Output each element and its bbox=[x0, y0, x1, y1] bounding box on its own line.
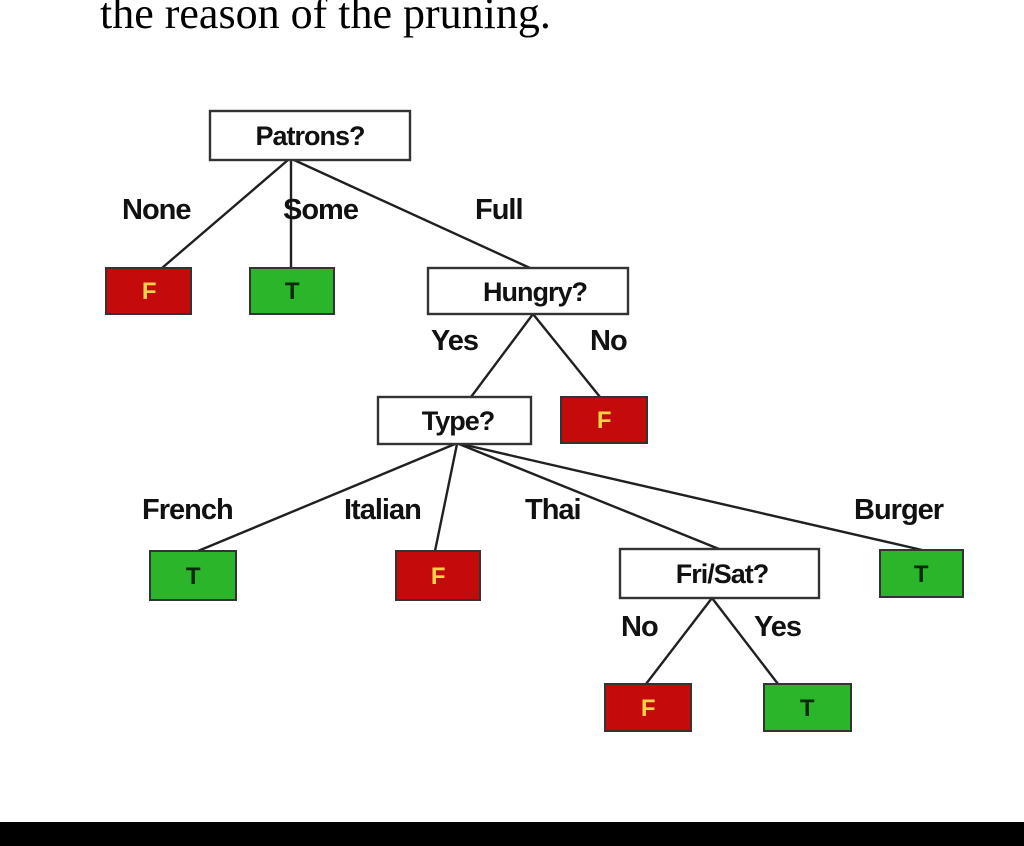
node-type: Type? bbox=[376, 395, 533, 446]
edge-label-thai: Thai bbox=[525, 494, 581, 526]
leaf-french-true: T bbox=[149, 550, 237, 601]
node-patrons-label: Patrons? bbox=[255, 121, 364, 151]
leaf-frisat-yes-label: T bbox=[800, 695, 815, 722]
leaf-italian-label: F bbox=[431, 563, 445, 590]
leaf-hungry-no-label: F bbox=[597, 407, 611, 434]
edge-label-hungry-no: No bbox=[590, 325, 627, 357]
leaf-italian-false: F bbox=[395, 550, 481, 601]
leaf-burger-label: T bbox=[914, 561, 929, 588]
edge-french bbox=[197, 442, 456, 553]
edge-label-frisat-yes: Yes bbox=[754, 611, 801, 643]
node-type-label: Type? bbox=[422, 406, 495, 436]
leaf-frisat-yes-true: T bbox=[763, 683, 852, 732]
edge-label-italian: Italian bbox=[344, 494, 421, 526]
leaf-hungry-no-false: F bbox=[560, 396, 648, 444]
edge-label-none: None bbox=[122, 194, 191, 226]
decision-tree-diagram: Patrons? Hungry? Type? Fri/Sat? F T F bbox=[105, 109, 964, 732]
leaf-frisat-no-false: F bbox=[604, 683, 692, 732]
caption-text: the reason of the pruning. bbox=[100, 0, 551, 38]
edge-hungry-no bbox=[532, 313, 601, 398]
edge-none bbox=[161, 159, 289, 269]
node-frisat-label: Fri/Sat? bbox=[676, 559, 769, 589]
edge-thai bbox=[458, 442, 720, 551]
bottom-black-bar bbox=[0, 822, 1024, 846]
leaf-none-label: F bbox=[142, 278, 156, 305]
edge-label-frisat-no: No bbox=[621, 611, 658, 643]
edge-label-french: French bbox=[142, 494, 233, 526]
edge-full bbox=[293, 158, 531, 270]
node-frisat: Fri/Sat? bbox=[618, 547, 821, 600]
edge-label-full: Full bbox=[475, 194, 523, 226]
edge-label-hungry-yes: Yes bbox=[431, 325, 478, 357]
leaf-burger-true: T bbox=[879, 549, 964, 598]
leaf-none-false: F bbox=[105, 267, 192, 315]
edge-label-some: Some bbox=[283, 194, 359, 226]
node-patrons: Patrons? bbox=[208, 109, 412, 162]
leaf-some-label: T bbox=[285, 278, 300, 305]
edge-frisat-no bbox=[645, 597, 713, 685]
edge-label-burger: Burger bbox=[854, 494, 944, 526]
node-hungry-label: Hungry? bbox=[483, 277, 587, 307]
node-hungry: Hungry? bbox=[426, 266, 630, 316]
leaf-some-true: T bbox=[249, 267, 335, 315]
edge-frisat-yes bbox=[711, 597, 779, 685]
edge-burger bbox=[460, 442, 923, 552]
leaf-frisat-no-label: F bbox=[641, 695, 655, 722]
leaf-french-label: T bbox=[186, 563, 201, 590]
edge-italian bbox=[433, 443, 459, 552]
edge-hungry-yes bbox=[470, 313, 534, 398]
